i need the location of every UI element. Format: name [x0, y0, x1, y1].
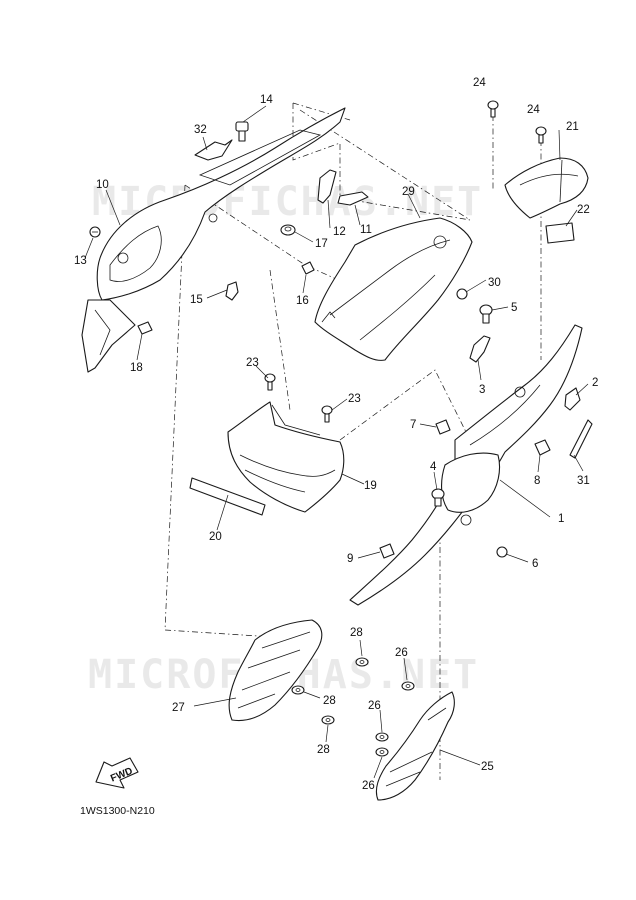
callout-28a: 28	[350, 627, 363, 639]
part-26-washer-b	[375, 732, 389, 742]
part-3-bracket	[469, 335, 491, 363]
part-11-pad	[337, 191, 369, 206]
callout-13: 13	[74, 255, 87, 267]
callout-8: 8	[534, 475, 540, 487]
part-4-bolt	[431, 488, 445, 507]
part-19-front-cover	[227, 401, 345, 513]
callout-11: 11	[360, 224, 372, 236]
part-29-center-cover	[314, 217, 473, 361]
callout-21: 21	[566, 121, 579, 133]
callout-14: 14	[260, 94, 273, 106]
part-23-bolt-a	[264, 373, 276, 391]
callout-1: 1	[558, 513, 564, 525]
part-5-bolt	[479, 304, 493, 324]
callout-26a: 26	[395, 647, 408, 659]
callout-4: 4	[430, 461, 437, 473]
part-26-washer-a	[401, 681, 415, 691]
callout-24a: 24	[473, 77, 486, 89]
callout-25: 25	[481, 761, 494, 773]
callout-22: 22	[577, 204, 590, 216]
part-22-pad	[545, 222, 575, 244]
part-27-lower-panel-left	[228, 619, 323, 722]
part-10-side-cover-left	[81, 107, 346, 373]
callout-24b: 24	[527, 104, 540, 116]
callout-7: 7	[410, 419, 416, 431]
part-16-nut	[301, 261, 315, 275]
part-13-screw	[89, 226, 101, 238]
callout-20: 20	[209, 531, 222, 543]
part-24-screw-a	[487, 100, 499, 118]
callout-9: 9	[347, 553, 353, 565]
part-7-nut	[435, 419, 451, 435]
part-30-bolt	[456, 288, 468, 300]
callout-29: 29	[402, 186, 415, 198]
part-24-screw-b	[535, 126, 547, 144]
callout-5: 5	[511, 302, 517, 314]
callout-23b: 23	[348, 393, 361, 405]
part-15-clip	[225, 281, 239, 301]
part-28-washer-c	[321, 715, 335, 725]
callout-26c: 26	[362, 780, 375, 792]
callout-32: 32	[194, 124, 207, 136]
part-28-washer-a	[355, 657, 369, 667]
callout-28b: 28	[323, 695, 336, 707]
part-25-lower-panel-right	[375, 691, 455, 801]
callout-23a: 23	[246, 357, 259, 369]
part-21-tail-cover	[504, 157, 589, 219]
part-1-side-cover-right	[349, 324, 583, 606]
callout-15: 15	[190, 294, 203, 306]
part-28-washer-b	[291, 685, 305, 695]
part-31-strip	[569, 419, 593, 459]
part-2-clip	[564, 387, 581, 411]
callout-28c: 28	[317, 744, 330, 756]
callout-3: 3	[479, 384, 485, 396]
callout-6: 6	[532, 558, 538, 570]
callout-31: 31	[577, 475, 590, 487]
callout-26b: 26	[368, 700, 381, 712]
callout-12: 12	[333, 226, 346, 238]
part-12-bracket	[317, 169, 337, 204]
part-14-bolt	[235, 121, 249, 142]
part-26-washer-c	[375, 747, 389, 757]
part-18-clip	[137, 321, 153, 335]
part-32-emblem	[194, 139, 233, 161]
callout-17: 17	[315, 238, 328, 250]
callout-19: 19	[364, 480, 377, 492]
part-17-grommet	[280, 224, 296, 236]
callout-labels: 1 2 3 4 5 6 7 8 9 10 11 12 13 14 15 16 1…	[74, 77, 598, 792]
callout-18: 18	[130, 362, 143, 374]
part-8-nut	[534, 439, 551, 456]
callout-30: 30	[488, 277, 501, 289]
leader-lines	[84, 105, 589, 779]
diagram-code: 1WS1300-N210	[80, 805, 155, 817]
callout-27: 27	[172, 702, 185, 714]
part-6-screw	[496, 546, 508, 558]
callout-2: 2	[592, 377, 598, 389]
part-9-clip	[379, 543, 395, 559]
callout-16: 16	[296, 295, 309, 307]
part-23-bolt-b	[321, 405, 333, 423]
callout-10: 10	[96, 179, 109, 191]
fwd-arrow-icon: FWD	[95, 757, 139, 789]
